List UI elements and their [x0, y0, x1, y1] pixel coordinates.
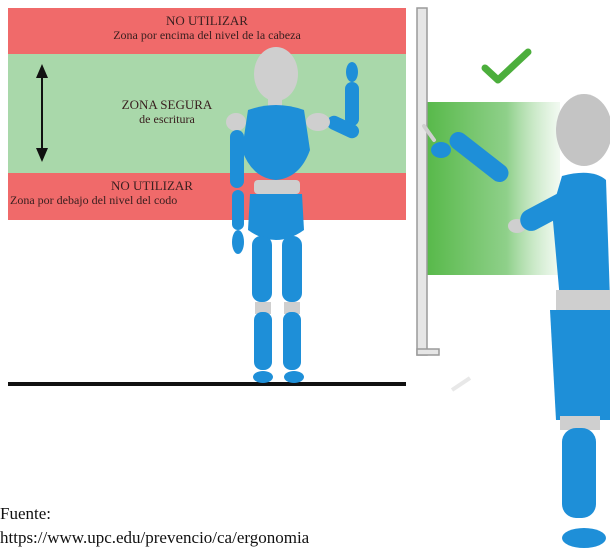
- source-label: Fuente:: [0, 504, 51, 524]
- figure-front: [226, 47, 361, 383]
- floor-shadow: [452, 378, 470, 390]
- side-safe-zone: [427, 102, 560, 275]
- source-url: https://www.upc.edu/prevencio/ca/ergonom…: [0, 528, 309, 548]
- checkmark-icon: [485, 52, 528, 80]
- height-range-arrow: [36, 64, 48, 162]
